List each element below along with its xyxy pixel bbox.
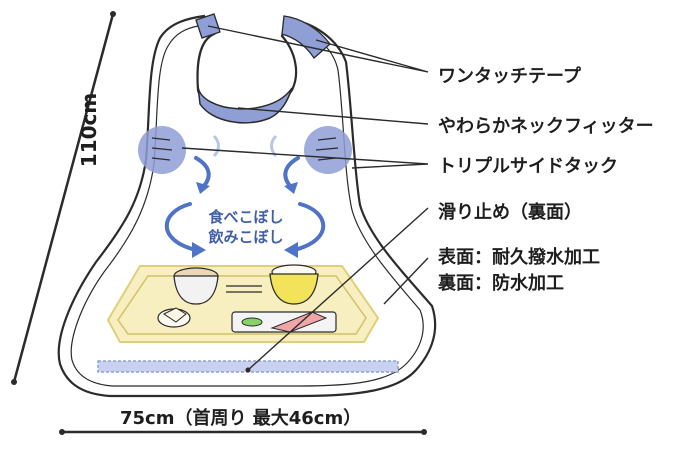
label-triple-side-tuck: トリプルサイドタック [438, 156, 618, 177]
tuck-lines-left [151, 137, 173, 161]
callout-line-tuck [181, 147, 429, 169]
height-dimension-top-dot [110, 11, 116, 17]
down-arrow-right [283, 156, 300, 188]
callout-line-surface [383, 257, 429, 305]
chopsticks [226, 285, 262, 293]
width-dimension-left-dot [59, 429, 65, 435]
callout-line-antislip [247, 207, 429, 371]
width-dimension-right-dot [421, 429, 427, 435]
rice-bowl [269, 273, 319, 305]
height-dimension-line [12, 13, 115, 383]
label-height-dimension: 110cm [77, 92, 102, 168]
label-width-dimension: 75cm（首周り 最大46cm） [120, 408, 362, 429]
circular-arrow-left-head [192, 242, 206, 258]
callout-dot-antislip [245, 367, 251, 373]
down-arrow-right-head [284, 182, 298, 194]
callout-line-tape [207, 25, 429, 73]
callout-line-neck [237, 107, 429, 125]
circular-arrow-left [164, 202, 198, 252]
circular-arrow-right [292, 202, 326, 252]
down-arrow-left [194, 156, 211, 188]
circular-arrow-right-head [284, 242, 298, 258]
label-one-touch-tape: ワンタッチテープ [438, 66, 581, 87]
label-neck-fitter: やわらかネックフィッター [438, 116, 654, 137]
label-spill-drink: 飲みこぼし [208, 228, 284, 246]
soup-bowl [173, 275, 219, 305]
tuck-circle-left [138, 126, 186, 174]
one-touch-tape-right [281, 15, 331, 59]
fish [270, 311, 328, 333]
height-dimension-bottom-dot [11, 379, 17, 385]
label-surface-front: 表面：耐久撥水加工 [438, 247, 600, 268]
label-spill-eat: 食べこぼし [208, 208, 284, 226]
down-arrow-left-head [196, 182, 210, 194]
greens [241, 317, 263, 327]
label-anti-slip: 滑り止め（裏面） [438, 202, 582, 223]
side-dish-food [163, 307, 187, 323]
neck-fitter [197, 85, 293, 124]
label-surface-back: 裏面：防水加工 [438, 273, 564, 294]
tray-inner [117, 275, 367, 335]
tuck-circle-right [304, 126, 352, 174]
